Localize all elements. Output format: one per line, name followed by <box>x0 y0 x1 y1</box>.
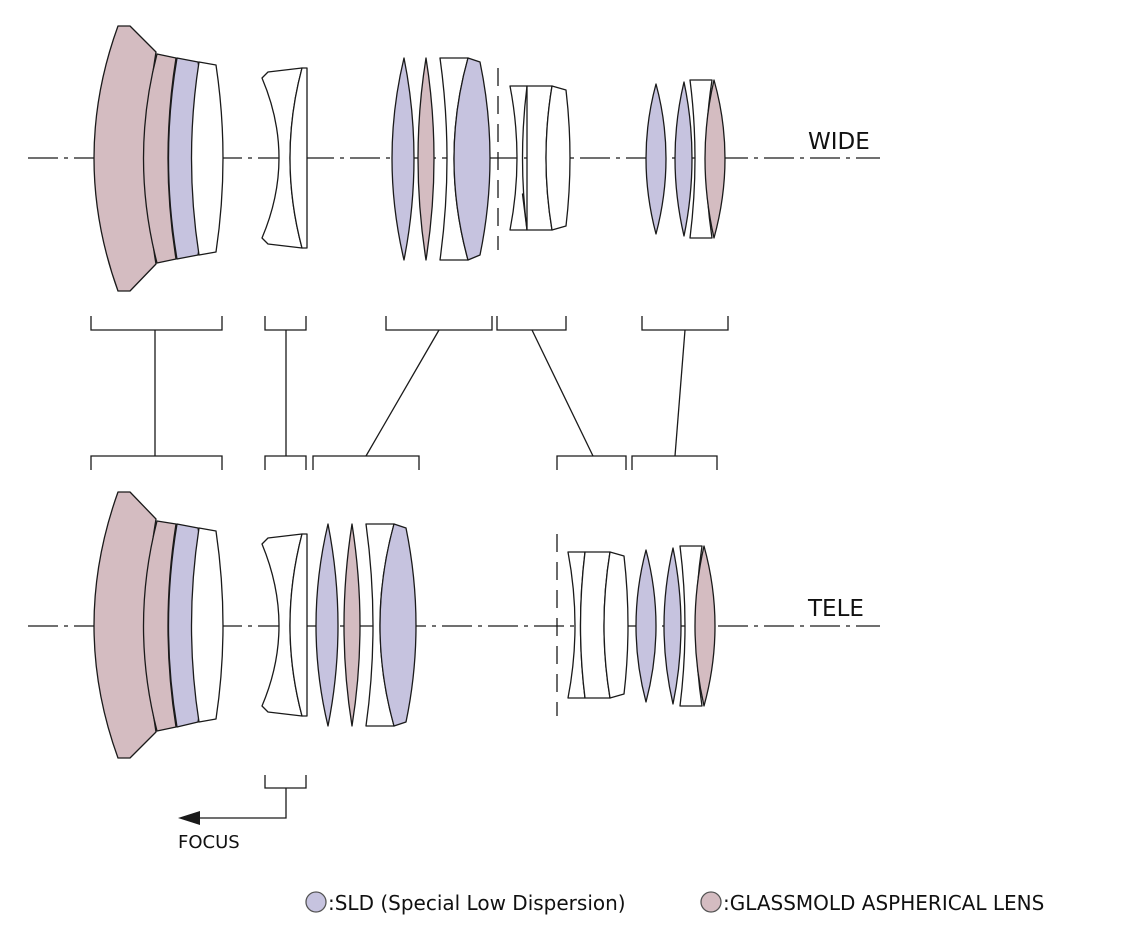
wide-g3-element-2 <box>417 57 435 261</box>
legend-aspherical-label: :GLASSMOLD ASPHERICAL LENS <box>723 891 1044 915</box>
tele-g3-element-2 <box>343 523 361 727</box>
wide-label: WIDE <box>808 129 870 155</box>
lower-bracket-group-3 <box>312 455 420 470</box>
group-movement-brackets <box>90 316 729 470</box>
movement-line-group-5 <box>674 329 686 457</box>
wide-g5-element-1 <box>645 83 667 235</box>
upper-bracket-group-3 <box>385 316 493 331</box>
lower-bracket-group-4 <box>556 455 627 470</box>
legend-sld-swatch <box>305 891 327 913</box>
upper-bracket-group-2 <box>264 316 307 331</box>
focus-label: FOCUS <box>178 832 240 853</box>
wide-group-5 <box>645 79 726 239</box>
movement-line-group-3 <box>365 329 440 457</box>
tele-g5-element-2 <box>663 547 682 705</box>
lower-bracket-group-1 <box>90 455 223 470</box>
tele-group-4 <box>556 534 629 716</box>
wide-group-4 <box>509 85 571 231</box>
movement-line-group-4 <box>531 329 594 457</box>
wide-g5-element-4 <box>704 79 726 239</box>
tele-configuration: TELE <box>28 491 880 759</box>
tele-g1-element-4 <box>190 527 224 723</box>
wide-g2-element-2 <box>289 67 308 249</box>
focus-arrow-line <box>196 788 287 819</box>
lower-bracket-group-2 <box>264 455 307 470</box>
focus-indicator <box>178 775 307 825</box>
tele-g3-element-4 <box>379 523 417 727</box>
tele-group-5 <box>635 545 716 707</box>
tele-group-1 <box>93 491 224 759</box>
legend-aspherical-swatch <box>700 891 722 913</box>
wide-g1-element-4 <box>190 61 224 256</box>
wide-group-1 <box>93 25 224 292</box>
focus-arrow-head-icon <box>178 811 200 825</box>
tele-label: TELE <box>807 596 864 622</box>
upper-bracket-group-4 <box>496 316 567 331</box>
wide-g3-element-1 <box>391 57 415 261</box>
upper-bracket-group-1 <box>90 316 223 331</box>
wide-group-3 <box>391 57 499 261</box>
tele-group-3 <box>315 523 417 727</box>
focus-bracket <box>264 775 307 789</box>
wide-g4-element-3 <box>545 85 571 231</box>
tele-g3-element-1 <box>315 523 339 727</box>
tele-group-2 <box>261 533 308 717</box>
legend: :SLD (Special Low Dispersion) :GLASSMOLD… <box>305 891 1044 915</box>
tele-g5-element-1 <box>635 549 657 703</box>
tele-g2-element-2 <box>289 533 308 717</box>
tele-g4-element-3 <box>603 551 629 699</box>
wide-g3-element-4 <box>453 57 491 261</box>
upper-bracket-group-5 <box>641 316 729 331</box>
tele-g5-element-4 <box>694 545 716 707</box>
lower-bracket-group-5 <box>631 455 718 470</box>
legend-sld-label: :SLD (Special Low Dispersion) <box>328 891 626 915</box>
wide-g5-element-2 <box>674 81 693 237</box>
wide-configuration: WIDE <box>28 25 880 292</box>
wide-group-2 <box>261 67 308 249</box>
